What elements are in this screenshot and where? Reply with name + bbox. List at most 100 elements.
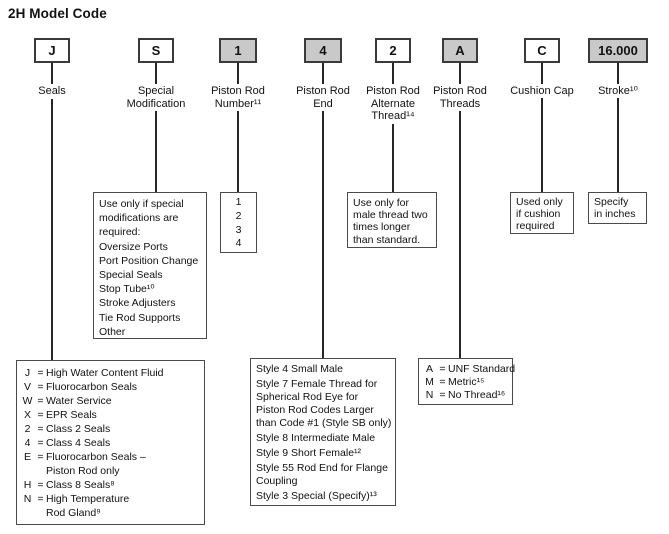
- option-code: V: [23, 381, 31, 393]
- note-line: Oversize Ports: [99, 240, 168, 253]
- label-line: Number¹¹: [214, 97, 262, 110]
- connector-stub-stroke: [617, 63, 619, 84]
- code-box-stroke: 16.000: [588, 38, 648, 63]
- equals-sign: =: [37, 381, 44, 393]
- seals-option-row: W = Water Service: [20, 394, 201, 408]
- code-box-rod-threads: A: [442, 38, 478, 63]
- option-text: EPR Seals: [46, 409, 97, 421]
- code-box-cushion-cap: C: [524, 38, 560, 63]
- option-text: Class 4 Seals: [46, 437, 111, 449]
- label-line: Threads: [439, 97, 481, 110]
- option-text: Metric¹⁵: [448, 376, 485, 388]
- connector-stub-seals: [51, 63, 53, 84]
- threads-option-row: M = Metric¹⁵: [422, 376, 509, 389]
- column-label-stroke: Stroke¹⁰: [573, 85, 663, 98]
- option-code: M: [425, 376, 434, 388]
- style-entry: Style 8 Intermediate Male: [256, 432, 376, 444]
- option-text: UNF Standard: [448, 363, 516, 375]
- equals-sign: =: [37, 395, 44, 407]
- note-line: required:: [99, 226, 141, 239]
- label-line: Alternate: [370, 97, 416, 110]
- equals-sign: =: [37, 367, 44, 379]
- option-text: High Water Content Fluid: [46, 367, 164, 379]
- note-line: Tie Rod Supports: [99, 311, 181, 324]
- seals-options-box: J = High Water Content Fluid V = Fluoroc…: [16, 360, 205, 525]
- option-code: W: [22, 395, 33, 407]
- note-line: times longer: [353, 221, 411, 234]
- connector-drop-rod-end: [322, 111, 324, 358]
- equals-sign: =: [37, 409, 44, 421]
- column-label-special-mod: Special Modification: [111, 85, 201, 110]
- connector-stub-special-mod: [155, 63, 157, 84]
- option-text: Water Service: [46, 395, 112, 407]
- label-line: Stroke¹⁰: [598, 85, 638, 97]
- note-line: Specify: [594, 196, 629, 208]
- column-label-rod-number: Piston Rod Number¹¹: [193, 85, 283, 110]
- seals-option-row: V = Fluorocarbon Seals: [20, 380, 201, 394]
- equals-sign: =: [439, 376, 446, 388]
- option-code: A: [425, 363, 433, 375]
- option-code: 4: [24, 437, 31, 449]
- note-line: Use only for: [353, 197, 410, 209]
- rod-number-options-box: 1 2 3 4: [220, 192, 257, 253]
- column-label-rod-end: Piston Rod End: [278, 85, 368, 110]
- option-code: 2: [24, 423, 31, 435]
- seals-option-row: 2 = Class 2 Seals: [20, 422, 201, 436]
- connector-drop-seals: [51, 99, 53, 360]
- equals-sign: =: [37, 423, 44, 435]
- label-line: Piston Rod: [366, 85, 420, 97]
- connector-stub-rod-threads: [459, 63, 461, 84]
- cushion-note-box: Used only if cushion required: [510, 192, 574, 234]
- option-text: High Temperature Rod Gland⁹: [46, 493, 130, 519]
- label-line: Seals: [38, 85, 66, 97]
- connector-drop-cushion-cap: [541, 98, 543, 192]
- note-line: male thread two: [353, 209, 428, 222]
- label-line: Modification: [126, 97, 186, 110]
- stroke-note-box: Specify in inches: [588, 192, 647, 224]
- column-label-alt-thread: Piston Rod Alternate Thread¹⁴: [348, 85, 438, 123]
- option-text: Fluorocarbon Seals – Piston Rod only: [46, 451, 146, 477]
- threads-option-row: A = UNF Standard: [422, 363, 515, 376]
- option-code: H: [23, 479, 32, 491]
- label-line: Piston Rod: [211, 85, 265, 97]
- connector-drop-rod-threads: [459, 111, 461, 358]
- option-value: 1: [235, 196, 242, 208]
- option-code: E: [23, 451, 31, 463]
- note-line: than standard.: [353, 233, 421, 246]
- option-text: Class 8 Seals⁸: [46, 479, 115, 491]
- note-line: required: [516, 220, 555, 233]
- option-code: X: [23, 409, 31, 421]
- column-label-rod-threads: Piston Rod Threads: [415, 85, 505, 110]
- note-line: modifications are: [99, 212, 179, 225]
- seals-option-row: N = High Temperature Rod Gland⁹: [20, 492, 201, 520]
- note-line: Other: [99, 325, 126, 338]
- code-box-special-mod: S: [138, 38, 174, 63]
- seals-option-row: 4 = Class 4 Seals: [20, 436, 201, 450]
- label-line: Piston Rod: [296, 85, 350, 97]
- column-label-cushion-cap: Cushion Cap: [497, 85, 587, 98]
- note-line: Stop Tube¹⁰: [99, 283, 155, 296]
- code-box-rod-number: 1: [219, 38, 257, 63]
- connector-stub-cushion-cap: [541, 63, 543, 84]
- code-box-rod-end: 4: [304, 38, 342, 63]
- option-value: 4: [235, 237, 242, 250]
- equals-sign: =: [37, 479, 44, 491]
- note-line: Stroke Adjusters: [99, 297, 176, 310]
- equals-sign: =: [439, 363, 446, 375]
- column-label-seals: Seals: [7, 85, 97, 98]
- code-box-alt-thread: 2: [375, 38, 411, 63]
- note-line: Port Position Change: [99, 254, 199, 267]
- rod-threads-options-box: A = UNF Standard M = Metric¹⁵ N = No Thr…: [418, 358, 515, 405]
- special-modification-note-box: Use only if special modifications are re…: [93, 192, 207, 339]
- threads-option-row: N = No Thread¹⁶: [422, 389, 509, 402]
- label-line: Cushion Cap: [510, 85, 574, 97]
- connector-drop-special-mod: [155, 111, 157, 192]
- seals-option-row: E = Fluorocarbon Seals – Piston Rod only: [20, 450, 201, 478]
- option-text: Fluorocarbon Seals: [46, 381, 138, 393]
- equals-sign: =: [37, 451, 44, 463]
- connector-drop-alt-thread: [392, 124, 394, 192]
- equals-sign: =: [37, 493, 44, 505]
- label-line: Piston Rod: [433, 85, 487, 97]
- note-line: Used only: [516, 196, 563, 208]
- style-entry: Style 3 Special (Specify)¹³: [256, 490, 377, 502]
